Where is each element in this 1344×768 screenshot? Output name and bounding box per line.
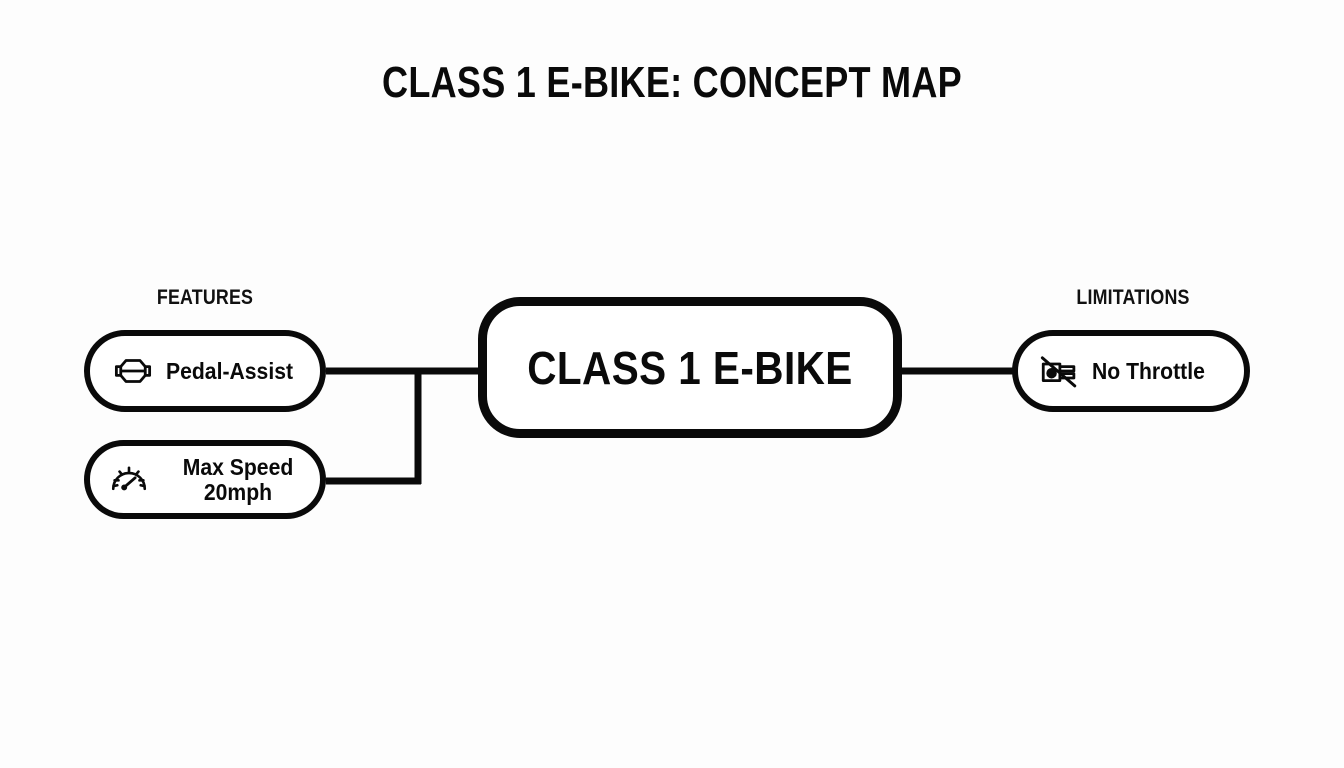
node-pedal-assist-label: Pedal-Assist bbox=[166, 357, 294, 384]
node-no-throttle-label: No Throttle bbox=[1092, 357, 1205, 384]
node-no-throttle[interactable]: No Throttle bbox=[1012, 330, 1250, 412]
node-max-speed[interactable]: Max Speed 20mph bbox=[84, 440, 326, 519]
no-throttle-icon bbox=[1040, 356, 1077, 388]
node-class-1-ebike-label: CLASS 1 E-BIKE bbox=[527, 341, 853, 394]
page-title: CLASS 1 E-BIKE: CONCEPT MAP bbox=[382, 58, 962, 107]
node-class-1-ebike[interactable]: CLASS 1 E-BIKE bbox=[478, 297, 902, 438]
category-label-limitations: LIMITATIONS bbox=[1076, 286, 1190, 309]
category-label-features: FEATURES bbox=[156, 286, 254, 309]
node-pedal-assist[interactable]: Pedal-Assist bbox=[84, 330, 326, 412]
pedal-icon bbox=[114, 359, 152, 383]
speedometer-icon bbox=[111, 465, 147, 490]
node-max-speed-label: Max Speed 20mph bbox=[182, 453, 294, 505]
